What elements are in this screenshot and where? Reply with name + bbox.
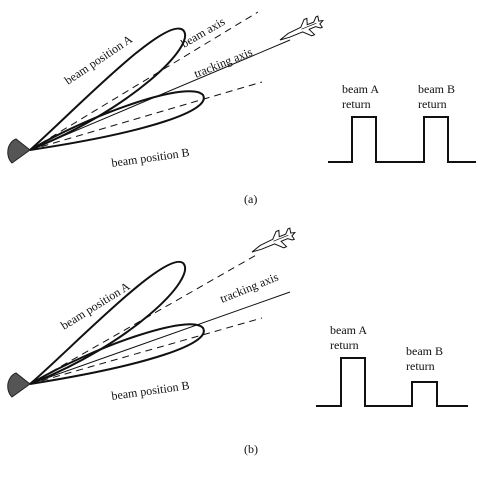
beam-b-return-label-line1: beam B bbox=[418, 82, 455, 96]
beam-a-return-label-line1: beam A bbox=[330, 323, 367, 337]
beam-a-return-label-line2: return bbox=[342, 97, 371, 111]
beam-position-b-label: beam position B bbox=[110, 145, 190, 170]
panel-caption-b: (b) bbox=[244, 442, 258, 456]
beam-axis-b-dashed bbox=[29, 317, 263, 385]
beam-axis-a-dashed bbox=[29, 11, 259, 151]
beam-b-return-label-line2: return bbox=[406, 359, 435, 373]
beam-lobe-b bbox=[29, 90, 205, 151]
return-pulse-waveform-b bbox=[316, 357, 468, 407]
beam-lobe-a bbox=[29, 27, 186, 151]
jet-aircraft-icon bbox=[247, 224, 300, 260]
beam-axis-b-dashed bbox=[29, 81, 263, 151]
panel-a: beam position A beam axis tracking axis … bbox=[7, 11, 476, 206]
beam-a-return-label-line1: beam A bbox=[342, 82, 379, 96]
beam-axis-a-dashed bbox=[29, 253, 259, 385]
beam-b-return-label-line1: beam B bbox=[406, 344, 443, 358]
beam-a-return-label-line2: return bbox=[330, 338, 359, 352]
tracking-axis-line-a bbox=[29, 39, 291, 151]
return-pulse-waveform-a bbox=[328, 116, 476, 163]
beam-lobe-b bbox=[29, 323, 205, 385]
antenna-dish-icon bbox=[7, 372, 31, 398]
beam-position-a-label: beam position A bbox=[62, 32, 135, 88]
tracking-axis-label: tracking axis bbox=[218, 270, 281, 306]
panel-caption-a: (a) bbox=[244, 192, 257, 206]
tracking-axis-line-b bbox=[29, 291, 291, 385]
tracking-axis-label: tracking axis bbox=[192, 45, 255, 81]
beam-position-b-label: beam position B bbox=[110, 378, 190, 403]
beam-b-return-label-line2: return bbox=[418, 97, 447, 111]
beam-lobe-a bbox=[29, 260, 186, 385]
antenna-dish-icon bbox=[7, 138, 31, 164]
beam-axis-label: beam axis bbox=[179, 14, 228, 50]
panel-b: beam position A tracking axis beam posit… bbox=[7, 224, 468, 456]
